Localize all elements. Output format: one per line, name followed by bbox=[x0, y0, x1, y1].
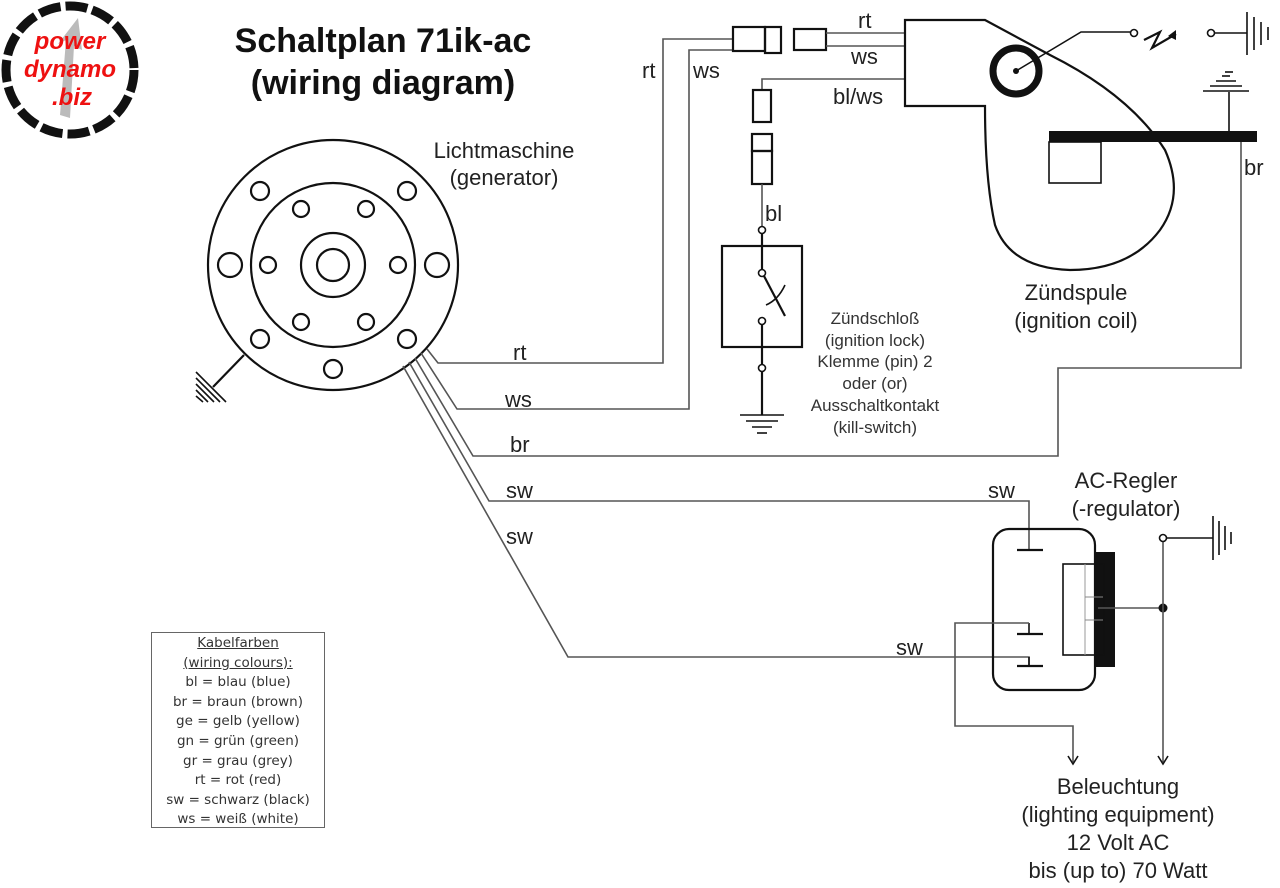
regulator-housing bbox=[991, 527, 1097, 692]
generator-bolt-holes bbox=[216, 180, 451, 380]
regulator-label-en: (-regulator) bbox=[1072, 496, 1181, 521]
legend-entry: gn = grün (green) bbox=[176, 732, 300, 749]
svg-text:Zündschloß: Zündschloß bbox=[831, 309, 920, 328]
generator-ground-icon bbox=[195, 371, 227, 403]
generator-shaft bbox=[315, 247, 351, 283]
wire-lighting-out bbox=[954, 622, 1074, 762]
logo-line3: .biz bbox=[52, 84, 92, 111]
ignition-lock-label: Zündschloß (ignition lock) Klemme (pin) … bbox=[811, 309, 940, 437]
svg-text:oder (or): oder (or) bbox=[842, 374, 907, 393]
wire-label-gen-br: br bbox=[510, 432, 530, 457]
lighting-label: Beleuchtung (lighting equipment) 12 Volt… bbox=[1021, 774, 1214, 883]
wire-label-coil-ws: ws bbox=[850, 44, 878, 69]
legend-entry: br = braun (brown) bbox=[172, 693, 304, 710]
ignition-coil-label-de: Zündspule bbox=[1025, 280, 1128, 305]
spark-plug-cap-icon bbox=[989, 44, 1043, 98]
wire-label-gen-ws: ws bbox=[504, 387, 532, 412]
legend-entry: gr = grau (grey) bbox=[183, 752, 293, 769]
arrow-down-icon bbox=[1067, 755, 1079, 766]
wire-label-vert-ws: ws bbox=[692, 58, 720, 83]
logo-line2: dynamo bbox=[24, 56, 116, 83]
wire-label-gen-sw1: sw bbox=[506, 478, 533, 503]
powerdynamo-logo: power dynamo .biz bbox=[1, 1, 139, 139]
coil-core-bar bbox=[1049, 131, 1257, 142]
spark-ground-icon bbox=[1246, 12, 1269, 55]
wire-label-reg-sw-top: sw bbox=[988, 478, 1015, 503]
legend-heading-en: (wiring colours): bbox=[183, 654, 293, 671]
arrow-down-icon bbox=[1157, 755, 1169, 766]
svg-text:(lighting equipment): (lighting equipment) bbox=[1021, 802, 1214, 827]
svg-text:bis (up to) 70 Watt: bis (up to) 70 Watt bbox=[1029, 858, 1208, 883]
generator-ground-lead bbox=[212, 354, 245, 388]
regulator-connector-block bbox=[1062, 563, 1105, 656]
wire-label-coil-rt: rt bbox=[858, 8, 871, 33]
kill-switch-connector bbox=[750, 88, 774, 186]
wire-colour-legend: Kabelfarben (wiring colours): bl = blau … bbox=[151, 632, 325, 828]
generator-label-en: (generator) bbox=[450, 165, 559, 190]
wire-label-coil-br: br bbox=[1244, 155, 1264, 180]
wire-label-reg-sw-bottom: sw bbox=[896, 635, 923, 660]
logo-arrow-icon bbox=[58, 18, 82, 118]
page-title-line1: Schaltplan 71ik-ac bbox=[235, 22, 532, 60]
page-title-line2: (wiring diagram) bbox=[251, 64, 515, 102]
ignition-lock bbox=[720, 225, 804, 434]
coil-core-block bbox=[1048, 141, 1102, 184]
regulator-ground-icon bbox=[1212, 516, 1232, 560]
svg-text:(kill-switch): (kill-switch) bbox=[833, 418, 917, 437]
generator-outer-ring bbox=[206, 138, 460, 392]
wire-label-gen-sw2: sw bbox=[506, 524, 533, 549]
legend-heading-de: Kabelfarben bbox=[197, 635, 279, 651]
logo-line1: power bbox=[34, 28, 107, 55]
wire-label-lock-bl: bl bbox=[765, 201, 782, 226]
wire-label-vert-rt: rt bbox=[642, 58, 655, 83]
legend-entry: ge = gelb (yellow) bbox=[176, 713, 300, 730]
wire-ws bbox=[420, 49, 733, 410]
ignition-coil bbox=[903, 12, 1269, 272]
ignition-coil-label-en: (ignition coil) bbox=[1014, 308, 1138, 333]
svg-text:Ausschaltkontakt: Ausschaltkontakt bbox=[811, 396, 940, 415]
coil-ground-icon bbox=[1203, 71, 1249, 92]
svg-text:(ignition lock): (ignition lock) bbox=[825, 331, 925, 350]
legend-entry: rt = rot (red) bbox=[194, 772, 282, 789]
wire-bl-ws bbox=[761, 78, 905, 90]
ac-regulator bbox=[991, 527, 1115, 692]
spark-gap-icon bbox=[1143, 29, 1177, 51]
legend-entry: sw = schwarz (black) bbox=[166, 791, 310, 808]
ignition-lock-ground-icon bbox=[740, 414, 784, 434]
plug-connector bbox=[731, 25, 905, 55]
svg-text:12 Volt AC: 12 Volt AC bbox=[1067, 830, 1170, 855]
generator-inner-ring bbox=[249, 181, 417, 349]
regulator-label-de: AC-Regler bbox=[1075, 468, 1178, 493]
wire-rt bbox=[426, 38, 733, 364]
legend-entry: ws = weiß (white) bbox=[177, 811, 299, 828]
svg-text:Beleuchtung: Beleuchtung bbox=[1057, 774, 1179, 799]
legend-entry: bl = blau (blue) bbox=[185, 674, 291, 691]
generator-hub bbox=[299, 231, 367, 299]
wire-label-gen-rt: rt bbox=[513, 340, 526, 365]
switch-lever-icon bbox=[763, 275, 786, 317]
generator bbox=[195, 138, 460, 403]
wire-label-coil-blws: bl/ws bbox=[833, 84, 883, 109]
ignition-coil-body bbox=[903, 18, 1175, 272]
wire-br bbox=[414, 141, 1242, 457]
svg-text:Klemme (pin) 2: Klemme (pin) 2 bbox=[817, 352, 932, 371]
wire-sw-1 bbox=[408, 361, 1030, 550]
generator-label-de: Lichtmaschine bbox=[434, 138, 575, 163]
